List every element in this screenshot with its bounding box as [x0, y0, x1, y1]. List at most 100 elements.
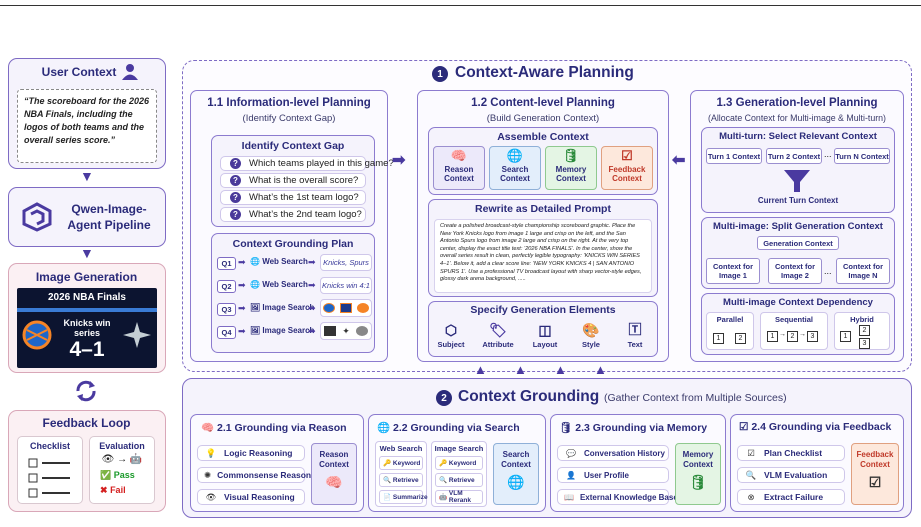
arrow-right-1: ➡ — [392, 152, 406, 169]
info-planning-title: 1.1 Information-level Planning — [207, 97, 371, 109]
image-icon: 🖼 — [250, 326, 261, 335]
spurs-logo-icon — [355, 326, 368, 336]
globe-icon: 🌐 — [250, 257, 260, 266]
generation-planning-subtitle: (Allocate Context for Multi-image & Mult… — [708, 113, 886, 123]
pipeline-box: Qwen-Image- Agent Pipeline — [8, 187, 166, 247]
idea-icon: ✺ — [204, 469, 212, 480]
pass-label: Pass — [113, 470, 135, 480]
question-icon: ? — [230, 158, 241, 169]
grounding-plan-title: Context Grounding Plan — [232, 238, 354, 250]
spurs-logo-icon — [123, 322, 151, 348]
checklist-icon: ☑ — [868, 474, 882, 490]
detailed-prompt: Create a polished broadcast-style champi… — [434, 219, 652, 293]
knicks-logo-icon — [339, 303, 352, 313]
turn-ellipsis: ... — [824, 149, 832, 159]
multiimage-title: Multi-image: Split Generation Context — [713, 221, 883, 232]
knicks-logo-icon — [323, 303, 336, 313]
context-gap-panel: Identify Context Gap ?Which teams played… — [211, 135, 394, 227]
up-arrow-3: ▲ — [554, 362, 567, 377]
image-search-box: Image Search 🔑 Keyword 🔍 Retrieve 🤖 VLM … — [431, 441, 487, 507]
image-icon: 🖼 — [250, 303, 261, 312]
plan-result-1: Knicks, Spurs — [320, 254, 372, 271]
planning-title: Context-Aware Planning — [455, 64, 634, 81]
grounding-number: 2 — [436, 390, 452, 406]
score-label-1: Knicks win — [63, 318, 111, 328]
rewrite-title: Rewrite as Detailed Prompt — [475, 203, 611, 215]
plan-result-3 — [320, 299, 372, 317]
context-image-1: Context for Image 1 — [706, 258, 760, 284]
dependency-panel: Multi-image Context Dependency Parallel … — [701, 293, 895, 355]
generation-context: Generation Context — [757, 236, 839, 250]
knicks-logo-icon — [22, 320, 52, 350]
pass-icon: ✅ — [100, 470, 112, 480]
plan-result-2: Knicks win 4:1 — [320, 277, 372, 294]
eye-icon: 👁 — [205, 491, 217, 502]
multiimage-panel: Multi-image: Split Generation Context Ge… — [701, 217, 895, 289]
question-2: ?What is the overall score? — [220, 173, 366, 188]
multiturn-panel: Multi-turn: Select Relevant Context Turn… — [701, 127, 895, 213]
layout-icon: ◫ — [538, 322, 552, 338]
info-planning-panel: 1.1 Information-level Planning (Identify… — [190, 90, 394, 362]
fail-icon: ✖ — [100, 485, 108, 495]
multiturn-title: Multi-turn: Select Relevant Context — [719, 131, 877, 142]
globe-icon: 🌐 — [250, 280, 260, 289]
arrow-right-icon: ➡ — [238, 257, 246, 267]
user-icon — [122, 64, 138, 80]
rewrite-panel: Rewrite as Detailed Prompt Create a poli… — [428, 199, 658, 297]
turn-2-context: Turn 2 Context — [766, 148, 822, 164]
checklist-label: Checklist — [29, 441, 71, 451]
plan-result-4: ✦ — [320, 322, 372, 340]
question-icon: ? — [230, 192, 241, 203]
reason-title: 2.1 Grounding via Reason — [217, 422, 347, 434]
up-arrow-2: ▲ — [514, 362, 527, 377]
spurs-logo-icon: ✦ — [342, 325, 350, 336]
magnifier-icon: 🔍 — [745, 469, 757, 480]
extract-failure: ⊗Extract Failure — [737, 489, 845, 505]
fail-label: Fail — [110, 485, 126, 495]
basketball-icon — [356, 303, 369, 313]
elements-title: Specify Generation Elements — [470, 304, 616, 316]
search-panel: 🌐 2.2 Grounding via Search Web Search 🔑 … — [368, 414, 546, 512]
element-attribute: 🏷Attribute — [476, 320, 520, 349]
refresh-icon — [76, 380, 96, 402]
image-generation-title: Image Generation — [35, 270, 138, 284]
element-style: 🎨Style — [571, 320, 611, 349]
logic-reasoning: 💡Logic Reasoning — [197, 445, 305, 461]
lightbulb-icon: 💡 — [205, 447, 217, 458]
up-arrow-4: ▲ — [594, 362, 607, 377]
score-label-2: series — [73, 328, 101, 338]
tag-icon: 🏷 — [489, 322, 507, 338]
sequential-box: Sequential 1 → 2 → 3 — [760, 312, 828, 350]
generation-planning-title: 1.3 Generation-level Planning — [716, 97, 878, 109]
content-planning-panel: 1.2 Content-level Planning (Build Genera… — [417, 90, 669, 362]
content-planning-subtitle: (Build Generation Context) — [486, 113, 600, 124]
eye-robot-icon: 👁 → 🤖 — [101, 454, 143, 465]
evaluation-panel: Evaluation 👁 → 🤖 ✅ Pass ✖ Fail — [89, 436, 155, 504]
user-profile: 👤User Profile — [557, 467, 669, 483]
database-icon: 🛢 — [689, 474, 707, 490]
up-arrow-1: ▲ — [474, 362, 487, 377]
checklist-icon — [28, 458, 70, 498]
robot-icon: 🤖 — [439, 494, 448, 501]
cancel-icon: ⊗ — [747, 491, 755, 502]
feedback-panel: ☑ 2.4 Grounding via Feedback ☑Plan Check… — [730, 414, 904, 512]
reason-panel: 🧠 2.1 Grounding via Reason 💡Logic Reason… — [190, 414, 364, 512]
question-icon: ? — [230, 209, 241, 220]
arrow-left-1: ⬅ — [672, 152, 686, 169]
globe-search-icon: 🌐 — [506, 148, 524, 163]
user-context-box: User Context “The scoreboard for the 202… — [8, 58, 166, 169]
parallel-box: Parallel 1 2 — [706, 312, 754, 350]
globe-search-icon: 🌐 — [507, 474, 525, 490]
search-icon: 🔍 — [439, 477, 448, 484]
spurs-logo-icon — [324, 326, 337, 336]
question-3: ?What’s the 1st team logo? — [220, 190, 366, 205]
web-search-box: Web Search 🔑 Keyword 🔍 Retrieve 📄 Summar… — [375, 441, 428, 507]
conversation-history: 💬Conversation History — [557, 445, 669, 461]
